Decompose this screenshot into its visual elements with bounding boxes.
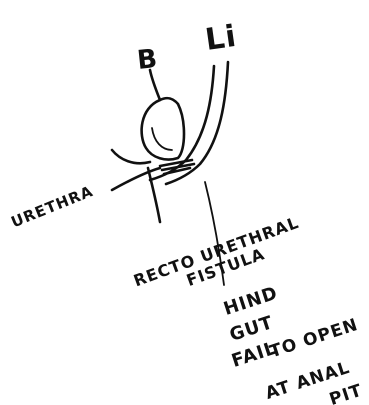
large-intestine-label: Li (203, 19, 239, 58)
urethra-label: URETHRA (8, 182, 95, 231)
bladder-stalk (150, 70, 160, 100)
note-line-6: PIT (327, 381, 365, 405)
hindgut-wall-right (166, 62, 228, 184)
bladder-label: B (136, 44, 160, 76)
urethra-line-upper (112, 150, 150, 163)
bladder-outline (142, 98, 184, 159)
bladder-inner-contour (152, 128, 172, 150)
note-line-4: TO OPEN (267, 315, 360, 362)
note-line-1: HIND (221, 283, 281, 320)
hindgut-note: HIND GUT FAIL TO OPEN AT ANAL PIT (221, 283, 365, 405)
